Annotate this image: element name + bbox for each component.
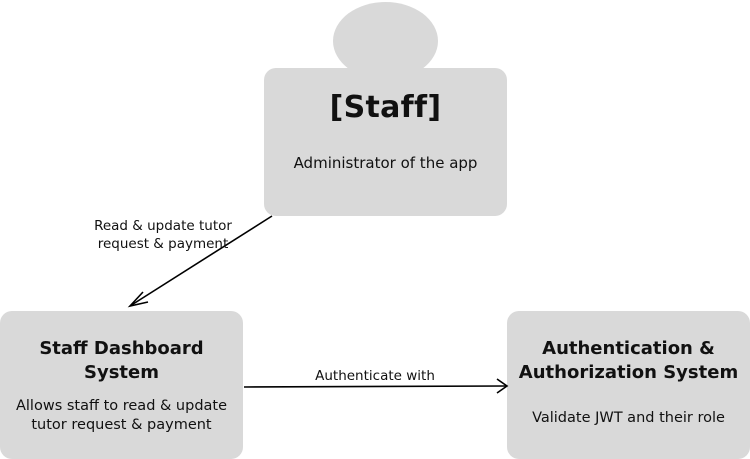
edge-staff-to-dashboard xyxy=(127,215,273,308)
staff-dashboard-system-description: Allows staff to read & update tutor requ… xyxy=(6,397,237,435)
auth-system-box: Authentication & Authorization System Va… xyxy=(507,311,750,459)
arrowhead-icon xyxy=(496,378,509,394)
staff-dashboard-system-title: Staff Dashboard System xyxy=(6,337,237,385)
description-line: tutor request & payment xyxy=(31,417,212,433)
edge-label-line: Read & update tutor xyxy=(94,218,232,234)
staff-dashboard-system-box: Staff Dashboard System Allows staff to r… xyxy=(0,311,243,459)
title-line: System xyxy=(84,362,159,383)
description-line: Allows staff to read & update xyxy=(15,398,228,414)
title-line: Staff Dashboard xyxy=(39,338,204,359)
title-line: Authorization System xyxy=(518,362,739,383)
edge-label-read-update: Read & update tutor request & payment xyxy=(78,217,248,253)
staff-actor-title: [Staff] xyxy=(329,90,442,125)
edge-label-authenticate-with: Authenticate with xyxy=(315,368,435,384)
staff-person-head xyxy=(333,2,438,80)
staff-actor-description: Administrator of the app xyxy=(293,154,478,172)
edge-dashboard-to-auth xyxy=(243,378,509,394)
edge-label-line: request & payment xyxy=(97,236,229,252)
auth-system-title: Authentication & Authorization System xyxy=(513,337,744,385)
title-line: Authentication & xyxy=(542,338,715,359)
staff-actor-box: [Staff] Administrator of the app xyxy=(264,68,507,216)
arrowhead-icon xyxy=(127,291,149,308)
auth-system-description: Validate JWT and their role xyxy=(532,410,725,426)
